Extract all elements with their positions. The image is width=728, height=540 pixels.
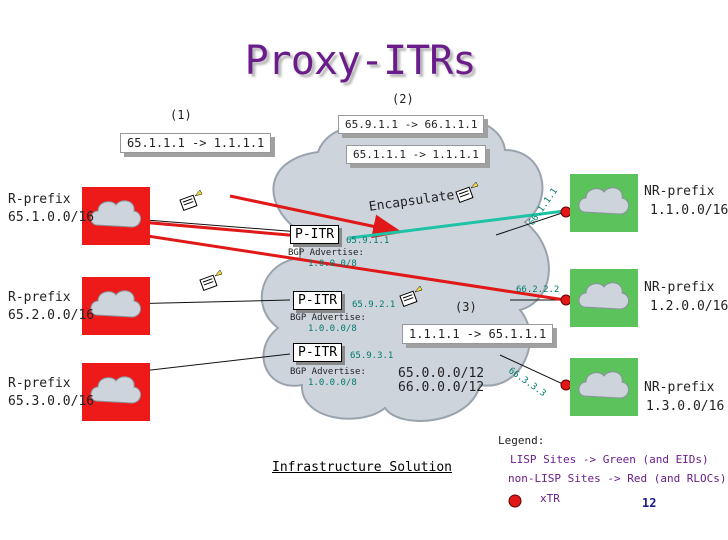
link-core-nr1 (495, 211, 566, 236)
nr-site-2 (570, 269, 638, 327)
nr-site-1 (570, 174, 638, 232)
pitr-3-adv-label: BGP Advertise: (290, 367, 366, 377)
message-box-1: 65.1.1.1 -> 1.1.1.1 (120, 133, 272, 153)
nr-site-2-label: NR-prefix (644, 280, 715, 295)
arrow-return-to-r1 (92, 220, 566, 302)
pitr-2-box: P-ITR (293, 291, 343, 310)
link-core-nr3 (499, 354, 566, 386)
step-1-label: (1) (170, 108, 192, 122)
packet-icon (399, 290, 418, 307)
step-3-label: (3) (455, 300, 477, 314)
pitr-3-adv-prefix: 1.0.0.0/8 (308, 378, 357, 388)
nr-site-3-prefix: 1.3.0.0/16 (646, 399, 725, 414)
packet-icon (199, 274, 218, 291)
message-box-2-inner: 65.1.1.1 -> 1.1.1.1 (346, 145, 486, 164)
pitr-1-adv-prefix: 1.0.0.0/8 (308, 259, 357, 269)
packet-icon-flag (414, 285, 423, 293)
r-site-2-label: R-prefix (8, 290, 71, 305)
nr-site-2-prefix: 1.2.0.0/16 (650, 299, 728, 314)
r-site-3 (82, 363, 150, 421)
pitr-3-box: P-ITR (293, 343, 343, 362)
r-site-2 (82, 277, 150, 335)
pitr-2-adv-prefix: 1.0.0.0/8 (308, 324, 357, 334)
r-site-3-label: R-prefix (8, 376, 71, 391)
nr-site-3-label: NR-prefix (644, 380, 715, 395)
pitr-1-addr: 65.9.1.1 (346, 236, 390, 246)
pitr-3-addr: 65.9.3.1 (350, 351, 394, 361)
packet-icon-flag (194, 189, 203, 197)
r-site-1 (82, 187, 150, 245)
packet-icon-flag (470, 181, 479, 189)
core-prefix-1: 65.0.0.0/12 (398, 366, 485, 381)
nr-site-1-prefix: 1.1.0.0/16 (650, 203, 728, 218)
r-site-2-prefix: 65.2.0.0/16 (8, 308, 95, 323)
slide-title: Proxy-ITRs (244, 38, 477, 84)
packet-icon (455, 186, 474, 203)
nr-site-3 (570, 358, 638, 416)
legend-line-1: LISP Sites -> Green (and EIDs) (510, 453, 709, 466)
xtr-legend-dot (508, 494, 522, 508)
legend-line-2: non-LISP Sites -> Red (and RLOCs) (508, 472, 727, 485)
message-box-2-outer: 65.9.1.1 -> 66.1.1.1 (338, 115, 485, 134)
core-prefix-2: 66.0.0.0/12 (398, 380, 485, 395)
r-site-3-prefix: 65.3.0.0/16 (8, 394, 95, 409)
legend-title: Legend: (498, 434, 545, 447)
arrow-r1-to-pitr (229, 194, 403, 239)
legend-line-3: xTR (540, 492, 560, 505)
pitr-2-adv-label: BGP Advertise: (290, 313, 366, 323)
step-2-label: (2) (392, 92, 414, 106)
packet-icon-flag (214, 269, 223, 277)
r-site-1-label: R-prefix (8, 192, 71, 207)
rloc-2-label: 66.2.2.2 (516, 285, 560, 295)
page-number: 12 (642, 496, 657, 510)
infrastructure-label: Infrastructure Solution (272, 460, 453, 475)
pitr-1-adv-label: BGP Advertise: (288, 248, 364, 258)
pitr-2-addr: 65.9.2.1 (352, 300, 396, 310)
r-site-1-prefix: 65.1.0.0/16 (8, 210, 95, 225)
nr-site-1-label: NR-prefix (644, 184, 715, 199)
pitr-1-box: P-ITR (290, 225, 340, 244)
packet-icon (179, 194, 198, 211)
message-box-3: 1.1.1.1 -> 65.1.1.1 (402, 324, 554, 344)
